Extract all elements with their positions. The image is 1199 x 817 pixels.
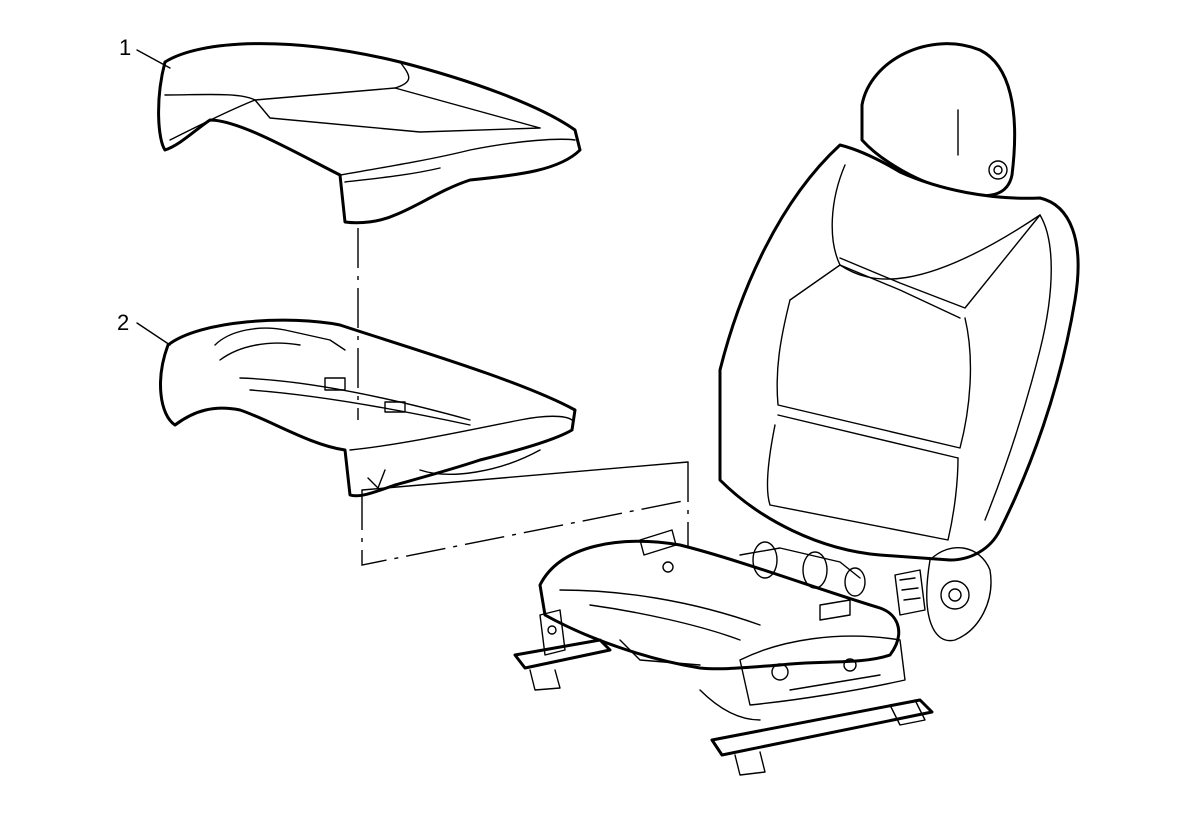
callout-2: 2 [117,310,130,335]
alignment-lines [357,228,689,600]
seat-cushion-frame-tray [159,318,577,498]
callout-1: 1 [119,35,132,60]
seat-assembly [513,42,1080,776]
seat-cushion-pad [157,42,582,225]
callout-2-leader-line [136,322,171,346]
callout-1-leader-line [136,49,171,69]
